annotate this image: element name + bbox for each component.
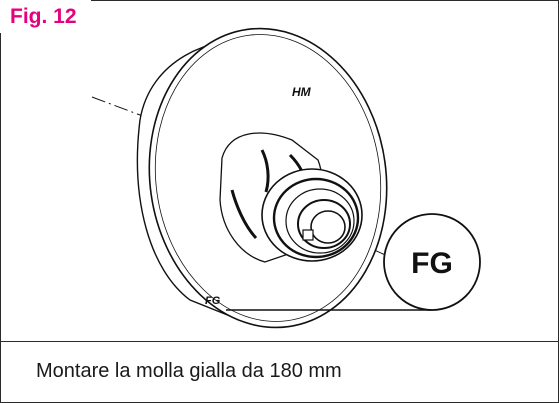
hub-bore-key [302, 229, 314, 241]
drum-front-inner-edge [154, 34, 382, 322]
figure-caption: Montare la molla gialla da 180 mm [36, 360, 342, 382]
axis-line-left [91, 96, 149, 119]
hub-collar-ring-1 [272, 177, 360, 259]
figure-number: Fig. 12 [0, 0, 91, 33]
hub-collar-ring-2 [285, 188, 355, 254]
hub-slot-top [260, 149, 270, 193]
clutch-drum-drawing: HM FG FG [91, 27, 481, 329]
caption-divider [0, 341, 559, 342]
callout-bubble [383, 213, 481, 311]
hub-slot-left [230, 189, 258, 240]
part-mark-top: HM [292, 85, 312, 99]
callout-label: FG [411, 247, 453, 280]
part-mark-bottom: FG [205, 295, 221, 307]
hub-bore-inner [310, 210, 346, 244]
